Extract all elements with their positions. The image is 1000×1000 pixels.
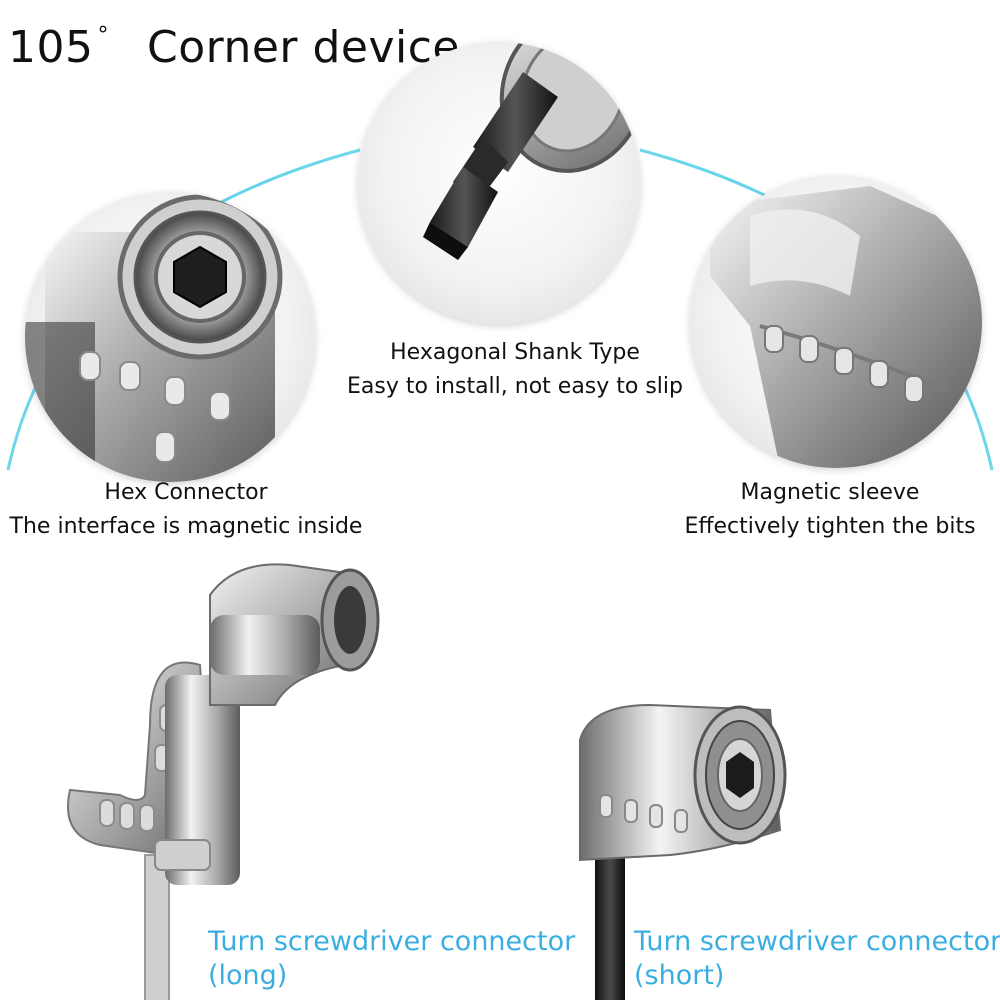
hex-shank-title: Hexagonal Shank Type [390, 340, 640, 365]
short-connector-label-line2: (short) [634, 960, 725, 991]
title-text: Corner device [146, 22, 461, 73]
magnetic-sleeve-subtitle: Effectively tighten the bits [684, 514, 976, 539]
long-connector-photo [67, 563, 380, 1000]
short-connector-label-line1: Turn screwdriver connector [634, 926, 1000, 957]
hex-connector-title: Hex Connector [104, 480, 268, 505]
long-connector-label-line1: Turn screwdriver connector [208, 926, 576, 957]
hex-shank-subtitle: Easy to install, not easy to slip [346, 374, 683, 399]
title-angle: 105 [8, 22, 94, 73]
long-connector-label-line2: (long) [208, 960, 288, 991]
hex-connector-subtitle: The interface is magnetic inside [9, 514, 363, 539]
short-connector-photo [579, 703, 787, 1000]
short-connector-label: Turn screwdriver connector (short) [634, 925, 1000, 993]
magnetic-sleeve-photo [690, 176, 982, 468]
hex-shank-caption: Hexagonal Shank Type Easy to install, no… [330, 336, 700, 404]
hex-connector-caption: Hex Connector The interface is magnetic … [0, 476, 372, 544]
page-title: 105° Corner device [8, 22, 460, 73]
magnetic-sleeve-caption: Magnetic sleeve Effectively tighten the … [660, 476, 1000, 544]
hex-connector-photo [25, 192, 315, 482]
long-connector-label: Turn screwdriver connector (long) [208, 925, 575, 993]
hex-shank-photo [358, 42, 640, 324]
degree-symbol: ° [97, 23, 109, 48]
magnetic-sleeve-title: Magnetic sleeve [740, 480, 920, 505]
